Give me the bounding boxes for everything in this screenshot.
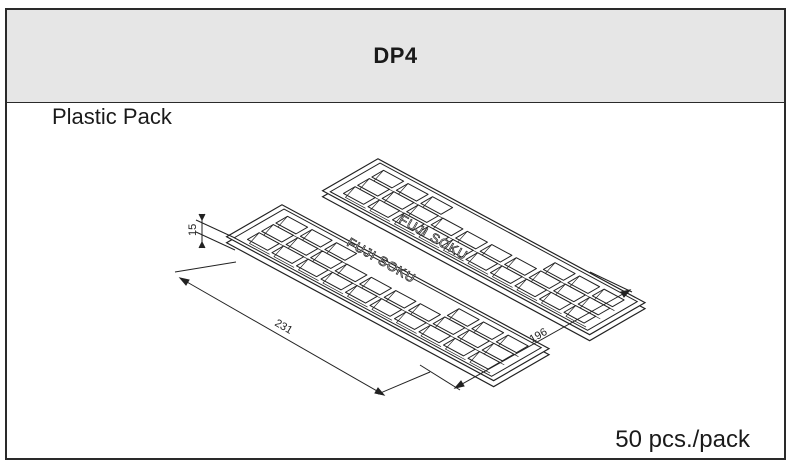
quantity-label: 50 pcs./pack <box>615 426 750 453</box>
header-bar: DP4 <box>7 10 784 103</box>
height-dimension <box>195 213 236 251</box>
length-dimension-label: 231 <box>273 317 295 337</box>
height-dimension-label: 15 <box>187 224 199 236</box>
length-dimension <box>174 261 431 396</box>
width-dimension <box>419 271 633 391</box>
product-code-title: DP4 <box>373 43 418 68</box>
package-type-label: Plastic Pack <box>52 104 172 129</box>
front-tray <box>225 204 551 388</box>
product-card: DP4 <box>5 8 786 460</box>
back-tray <box>321 158 647 342</box>
width-dimension-label: 196 <box>528 326 550 346</box>
